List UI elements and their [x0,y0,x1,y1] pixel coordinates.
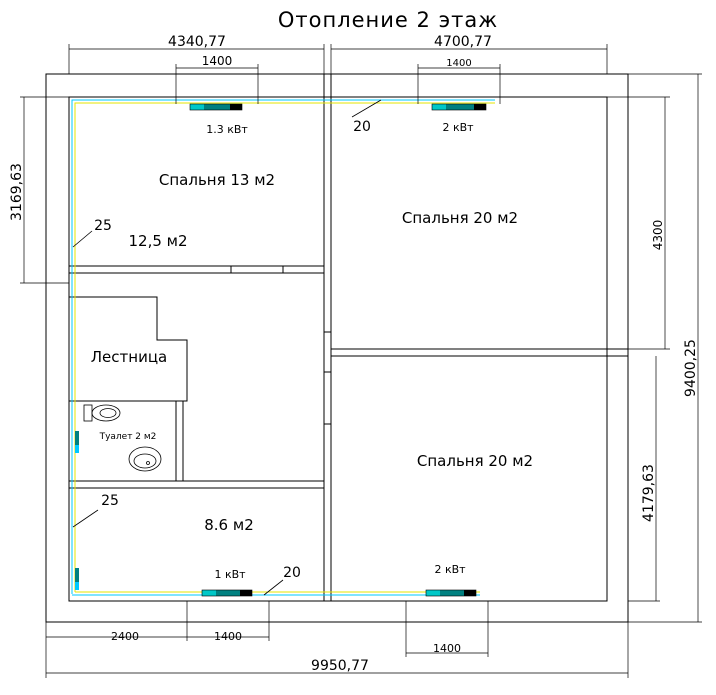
pipe-diameter-left-lower: 25 [101,493,119,509]
room-stairs: Лестница [91,348,167,366]
dim-bottom-total: 9950,77 [311,658,369,674]
sink-fixture [128,446,162,472]
dim-right-lower: 4179,63 [641,464,657,522]
toilet-fixture [83,404,121,422]
dim-right-total: 9400,25 [683,339,699,397]
room-bedroom-top-right: Спальня 20 м2 [402,209,518,227]
dim-left-vertical: 3169,63 [9,163,25,221]
radiator-top-left [189,103,243,111]
pipe-diameter-bottom: 20 [283,565,301,581]
heating-pipes [71,99,495,596]
radiator-bottom-right [425,589,477,597]
pipe-diameter-top: 20 [353,119,371,135]
room-toilet: Туалет 2 м2 [99,432,157,442]
dim-bottom-rad-left: 1400 [214,630,242,643]
dim-rad-top-left: 1400 [202,54,233,68]
dim-bottom-2400: 2400 [111,630,139,643]
riser-left-lower [75,568,79,590]
radiator-top-right [431,103,487,111]
radiator-power-top-left: 1.3 кВт [206,123,248,136]
radiator-power-top-right: 2 кВт [442,121,474,134]
room-bedroom-bottom-right: Спальня 20 м2 [417,452,533,470]
radiator-bottom-left [201,589,253,597]
radiator-power-bottom-right: 2 кВт [434,563,466,576]
pipe-diameter-left-upper: 25 [94,218,112,234]
dim-top-right-total: 4700,77 [434,34,492,50]
dim-right-upper: 4300 [651,220,665,251]
room-bottom-left: 8.6 м2 [204,516,253,534]
walls [45,73,629,623]
plan-title: Отопление 2 этаж [278,8,498,32]
dim-top-left-total: 4340,77 [168,34,226,50]
dim-rad-top-right: 1400 [446,58,471,69]
dimension-lines [20,44,702,678]
room-bedroom-top-left: Спальня 13 м2 [159,171,275,189]
riser-left-upper [75,431,79,453]
dim-bottom-rad-right: 1400 [433,642,461,655]
pipe-leaders [72,99,382,596]
radiator-power-bottom-left: 1 кВт [214,568,246,581]
room-area-top-left: 12,5 м2 [128,232,187,250]
